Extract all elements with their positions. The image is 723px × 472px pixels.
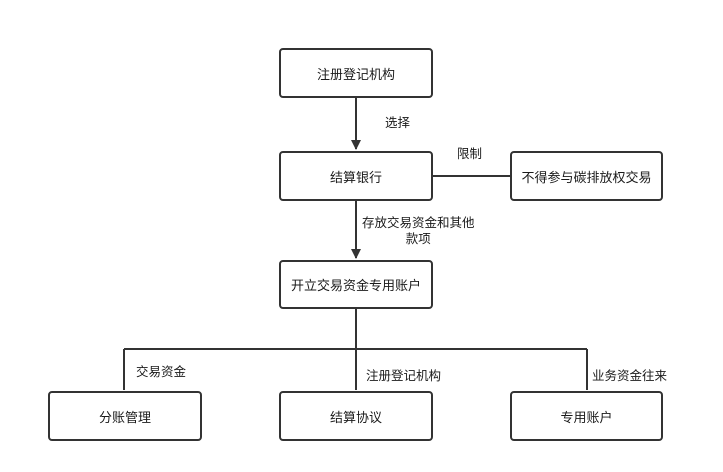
edge-label-deposit-line1: 存放交易资金和其他 — [362, 215, 475, 230]
edge-label-deposit: 存放交易资金和其他 款项 — [362, 215, 475, 247]
node-settlement-bank-label: 结算银行 — [329, 170, 382, 186]
edge-label-select: 选择 — [385, 115, 411, 130]
node-settlement-agreement: 结算协议 — [279, 391, 433, 441]
edge-label-deposit-line2: 款项 — [405, 231, 431, 246]
node-settlement-agreement-label: 结算协议 — [329, 410, 382, 426]
node-account: 开立交易资金专用账户 — [279, 260, 433, 309]
node-account-label: 开立交易资金专用账户 — [290, 279, 421, 294]
node-dedicated-account-label: 专用账户 — [560, 410, 613, 426]
edge-label-registry-branch: 注册登记机构 — [366, 368, 442, 383]
node-registry: 注册登记机构 — [279, 48, 433, 98]
node-restricted: 不得参与碳排放权交易 — [510, 151, 663, 201]
node-sub-ledger-label: 分账管理 — [98, 410, 151, 426]
node-registry-label: 注册登记机构 — [316, 67, 395, 83]
node-restricted-label: 不得参与碳排放权交易 — [521, 170, 652, 186]
node-dedicated-account: 专用账户 — [510, 391, 663, 441]
node-settlement-bank: 结算银行 — [279, 151, 433, 201]
edge-label-business-funds: 业务资金往来 — [592, 368, 668, 383]
edge-label-restrict: 限制 — [457, 146, 483, 161]
node-sub-ledger: 分账管理 — [48, 391, 202, 441]
edge-label-trade-funds: 交易资金 — [136, 364, 187, 379]
